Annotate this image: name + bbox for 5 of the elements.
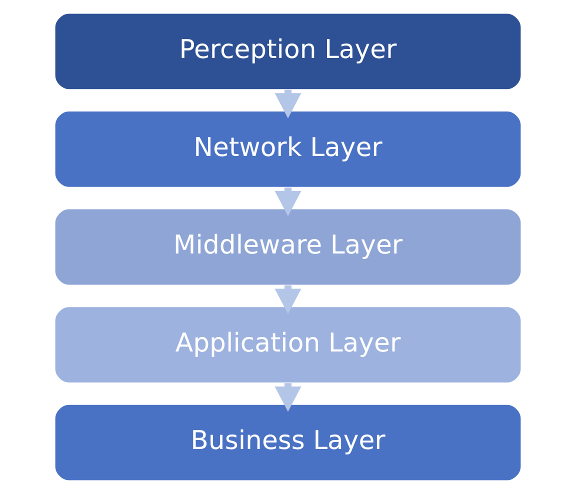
node-box: Network Layer — [54, 110, 522, 188]
node-box: Middleware Layer — [54, 208, 522, 286]
node-box: Business Layer — [54, 404, 522, 482]
node-box: Perception Layer — [54, 12, 522, 90]
node-box: Application Layer — [54, 306, 522, 384]
